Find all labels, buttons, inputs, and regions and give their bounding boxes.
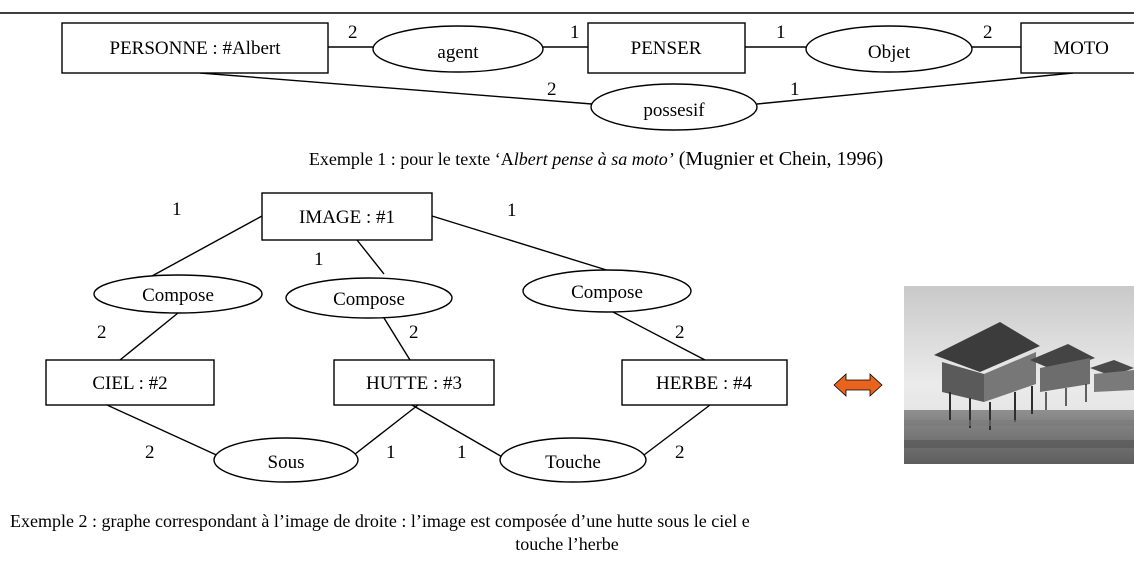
card-personne-possesif: 2: [547, 79, 557, 100]
card-agent-penser: 1: [570, 22, 580, 43]
edge-personne-possesif: [199, 72, 593, 105]
node-compose-left-label: Compose: [142, 285, 214, 306]
edge-ciel-sous: [106, 404, 224, 459]
node-possesif: [590, 83, 758, 131]
node-personne-label: PERSONNE : #Albert: [110, 38, 282, 59]
card-personne-agent: 2: [348, 22, 358, 43]
edge-possesif-moto: [756, 72, 1074, 105]
node-hutte: [333, 359, 495, 406]
example-1-graph: PERSONNE : #Albert agent PENSER Objet MO…: [61, 22, 1134, 170]
double-arrow-icon: [833, 373, 883, 397]
card-compose-left-ciel: 2: [97, 322, 107, 343]
node-penser-label: PENSER: [631, 38, 702, 59]
node-herbe: [621, 359, 788, 406]
edge-hutte-touche: [411, 404, 505, 459]
caption-example-1-italic: lbert pense à sa moto’: [514, 149, 674, 169]
node-image: [261, 192, 433, 241]
node-touche: [499, 437, 647, 483]
node-sous: [213, 437, 359, 483]
card-image-compose-left: 1: [172, 199, 182, 220]
node-ciel: [45, 359, 215, 406]
node-compose-mid: [285, 277, 453, 319]
card-hutte-touche: 1: [457, 442, 467, 463]
edge-touche-herbe: [639, 404, 711, 459]
card-touche-herbe: 2: [675, 442, 685, 463]
node-objet-label: Objet: [868, 42, 911, 63]
node-compose-right: [522, 269, 692, 313]
node-image-label: IMAGE : #1: [299, 207, 395, 228]
card-possesif-moto: 1: [790, 79, 800, 100]
node-penser: [587, 22, 746, 74]
edge-compose-right-herbe: [612, 311, 706, 361]
edge-compose-left-ciel: [119, 312, 179, 361]
edge-image-compose-left: [151, 215, 263, 277]
node-touche-label: Touche: [545, 452, 601, 473]
example-2-graph: IMAGE : #1 Compose Compose Compose CIEL …: [10, 192, 1134, 554]
node-compose-mid-label: Compose: [333, 289, 405, 310]
node-compose-right-label: Compose: [571, 282, 643, 303]
node-sous-label: Sous: [268, 452, 305, 473]
double-arrow-shape: [833, 373, 883, 397]
node-ciel-label: CIEL : #2: [92, 373, 167, 394]
card-ciel-sous: 2: [145, 442, 155, 463]
caption-example-1-suffix: (Mugnier et Chein, 1996): [674, 148, 883, 170]
card-compose-right-herbe: 2: [675, 322, 685, 343]
caption-example-2-line-2: touche l’herbe: [515, 534, 618, 554]
node-possesif-label: possesif: [643, 100, 705, 121]
node-agent: [372, 25, 544, 73]
node-agent-label: agent: [437, 42, 479, 63]
caption-example-1: Exemple 1 : pour le texte ‘Albert pense …: [309, 148, 883, 170]
node-moto-label: MOTO: [1053, 38, 1109, 59]
card-image-compose-right: 1: [507, 200, 517, 221]
caption-example-2-line-1: Exemple 2 : graphe correspondant à l’ima…: [10, 511, 750, 531]
card-objet-moto: 2: [983, 22, 993, 43]
node-hutte-label: HUTTE : #3: [366, 373, 462, 394]
edge-image-compose-right: [431, 215, 614, 273]
edge-image-compose-mid: [356, 239, 385, 275]
node-personne: [61, 22, 329, 74]
caption-example-1-prefix: Exemple 1 : pour le texte ‘A: [309, 149, 514, 169]
card-sous-hutte: 1: [386, 442, 396, 463]
huts-photo: [904, 286, 1134, 464]
node-herbe-label: HERBE : #4: [656, 373, 753, 394]
card-penser-objet: 1: [776, 22, 786, 43]
edge-sous-hutte: [349, 404, 419, 459]
card-image-compose-mid: 1: [314, 249, 324, 270]
edge-compose-mid-hutte: [383, 317, 411, 361]
card-compose-mid-hutte: 2: [409, 322, 419, 343]
node-moto: [1020, 22, 1134, 74]
node-objet: [805, 25, 973, 73]
node-compose-left: [93, 274, 263, 314]
